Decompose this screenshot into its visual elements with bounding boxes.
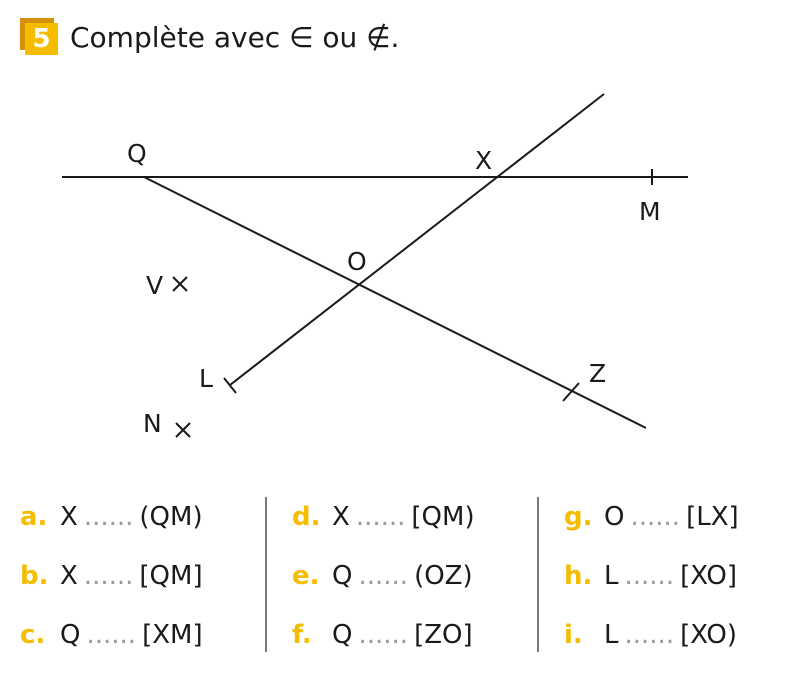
cross-v (172, 276, 188, 292)
item-letter: d. (292, 502, 321, 532)
answer-blank[interactable]: ...... (83, 561, 134, 591)
label-x: X (475, 146, 492, 175)
item-set: [XO] (680, 561, 737, 591)
column-divider (265, 497, 267, 652)
exercise-item: d. X......[QM) (292, 501, 475, 533)
answer-blank[interactable]: ...... (355, 502, 406, 532)
answer-blank[interactable]: ...... (624, 620, 675, 650)
item-letter: b. (20, 561, 49, 591)
item-point: L (604, 561, 619, 591)
item-letter: f. (292, 620, 312, 650)
item-letter: h. (564, 561, 593, 591)
item-letter: e. (292, 561, 320, 591)
ray-qz (143, 176, 647, 429)
answer-blank[interactable]: ...... (624, 561, 675, 591)
exercise-item: a. X......(QM) (20, 501, 203, 533)
exercise-item: c. Q......[XM] (20, 619, 203, 651)
label-o: O (347, 247, 367, 276)
exercise-number: 5 (25, 23, 58, 55)
item-set: [XO) (680, 620, 737, 650)
exercise-item: h. L......[XO] (564, 560, 737, 592)
geometry-figure: Q X M O V L Z N (62, 93, 688, 438)
exercise-item: b. X......[QM] (20, 560, 203, 592)
answer-blank[interactable]: ...... (630, 502, 681, 532)
item-set: [XM] (142, 620, 203, 650)
item-set: (QM) (139, 502, 203, 532)
label-n: N (143, 409, 162, 438)
exercise-item: g. O......[LX] (564, 501, 739, 533)
item-letter: i. (564, 620, 583, 650)
item-letter: a. (20, 502, 48, 532)
answer-blank[interactable]: ...... (83, 502, 134, 532)
item-set: [LX] (686, 502, 739, 532)
label-v: V (146, 271, 163, 300)
answer-blank[interactable]: ...... (86, 620, 137, 650)
label-l: L (199, 364, 213, 393)
item-point: Q (332, 620, 353, 650)
label-q: Q (127, 139, 147, 168)
item-set: [QM) (411, 502, 475, 532)
exercise-instruction: Complète avec ∈ ou ∉. (70, 21, 400, 54)
item-letter: c. (20, 620, 46, 650)
ray-lx (229, 93, 605, 386)
label-m: M (639, 197, 661, 226)
item-point: Q (60, 620, 81, 650)
exercise-item: e. Q......(OZ) (292, 560, 473, 592)
tick-z (562, 382, 580, 402)
exercise-item: i. L......[XO) (564, 619, 737, 651)
item-point: X (332, 502, 350, 532)
item-set: (OZ) (414, 561, 473, 591)
column-divider (537, 497, 539, 652)
item-set: [ZO] (414, 620, 473, 650)
item-point: Q (332, 561, 353, 591)
answer-blank[interactable]: ...... (358, 561, 409, 591)
answer-blank[interactable]: ...... (358, 620, 409, 650)
cross-n (175, 422, 191, 438)
item-set: [QM] (139, 561, 203, 591)
item-letter: g. (564, 502, 593, 532)
tick-l (223, 377, 237, 394)
exercise-item: f. Q......[ZO] (292, 619, 473, 651)
item-point: O (604, 502, 625, 532)
label-z: Z (589, 359, 606, 388)
item-point: X (60, 561, 78, 591)
exercise-number-badge: 5 (20, 18, 58, 55)
item-point: L (604, 620, 619, 650)
item-point: X (60, 502, 78, 532)
